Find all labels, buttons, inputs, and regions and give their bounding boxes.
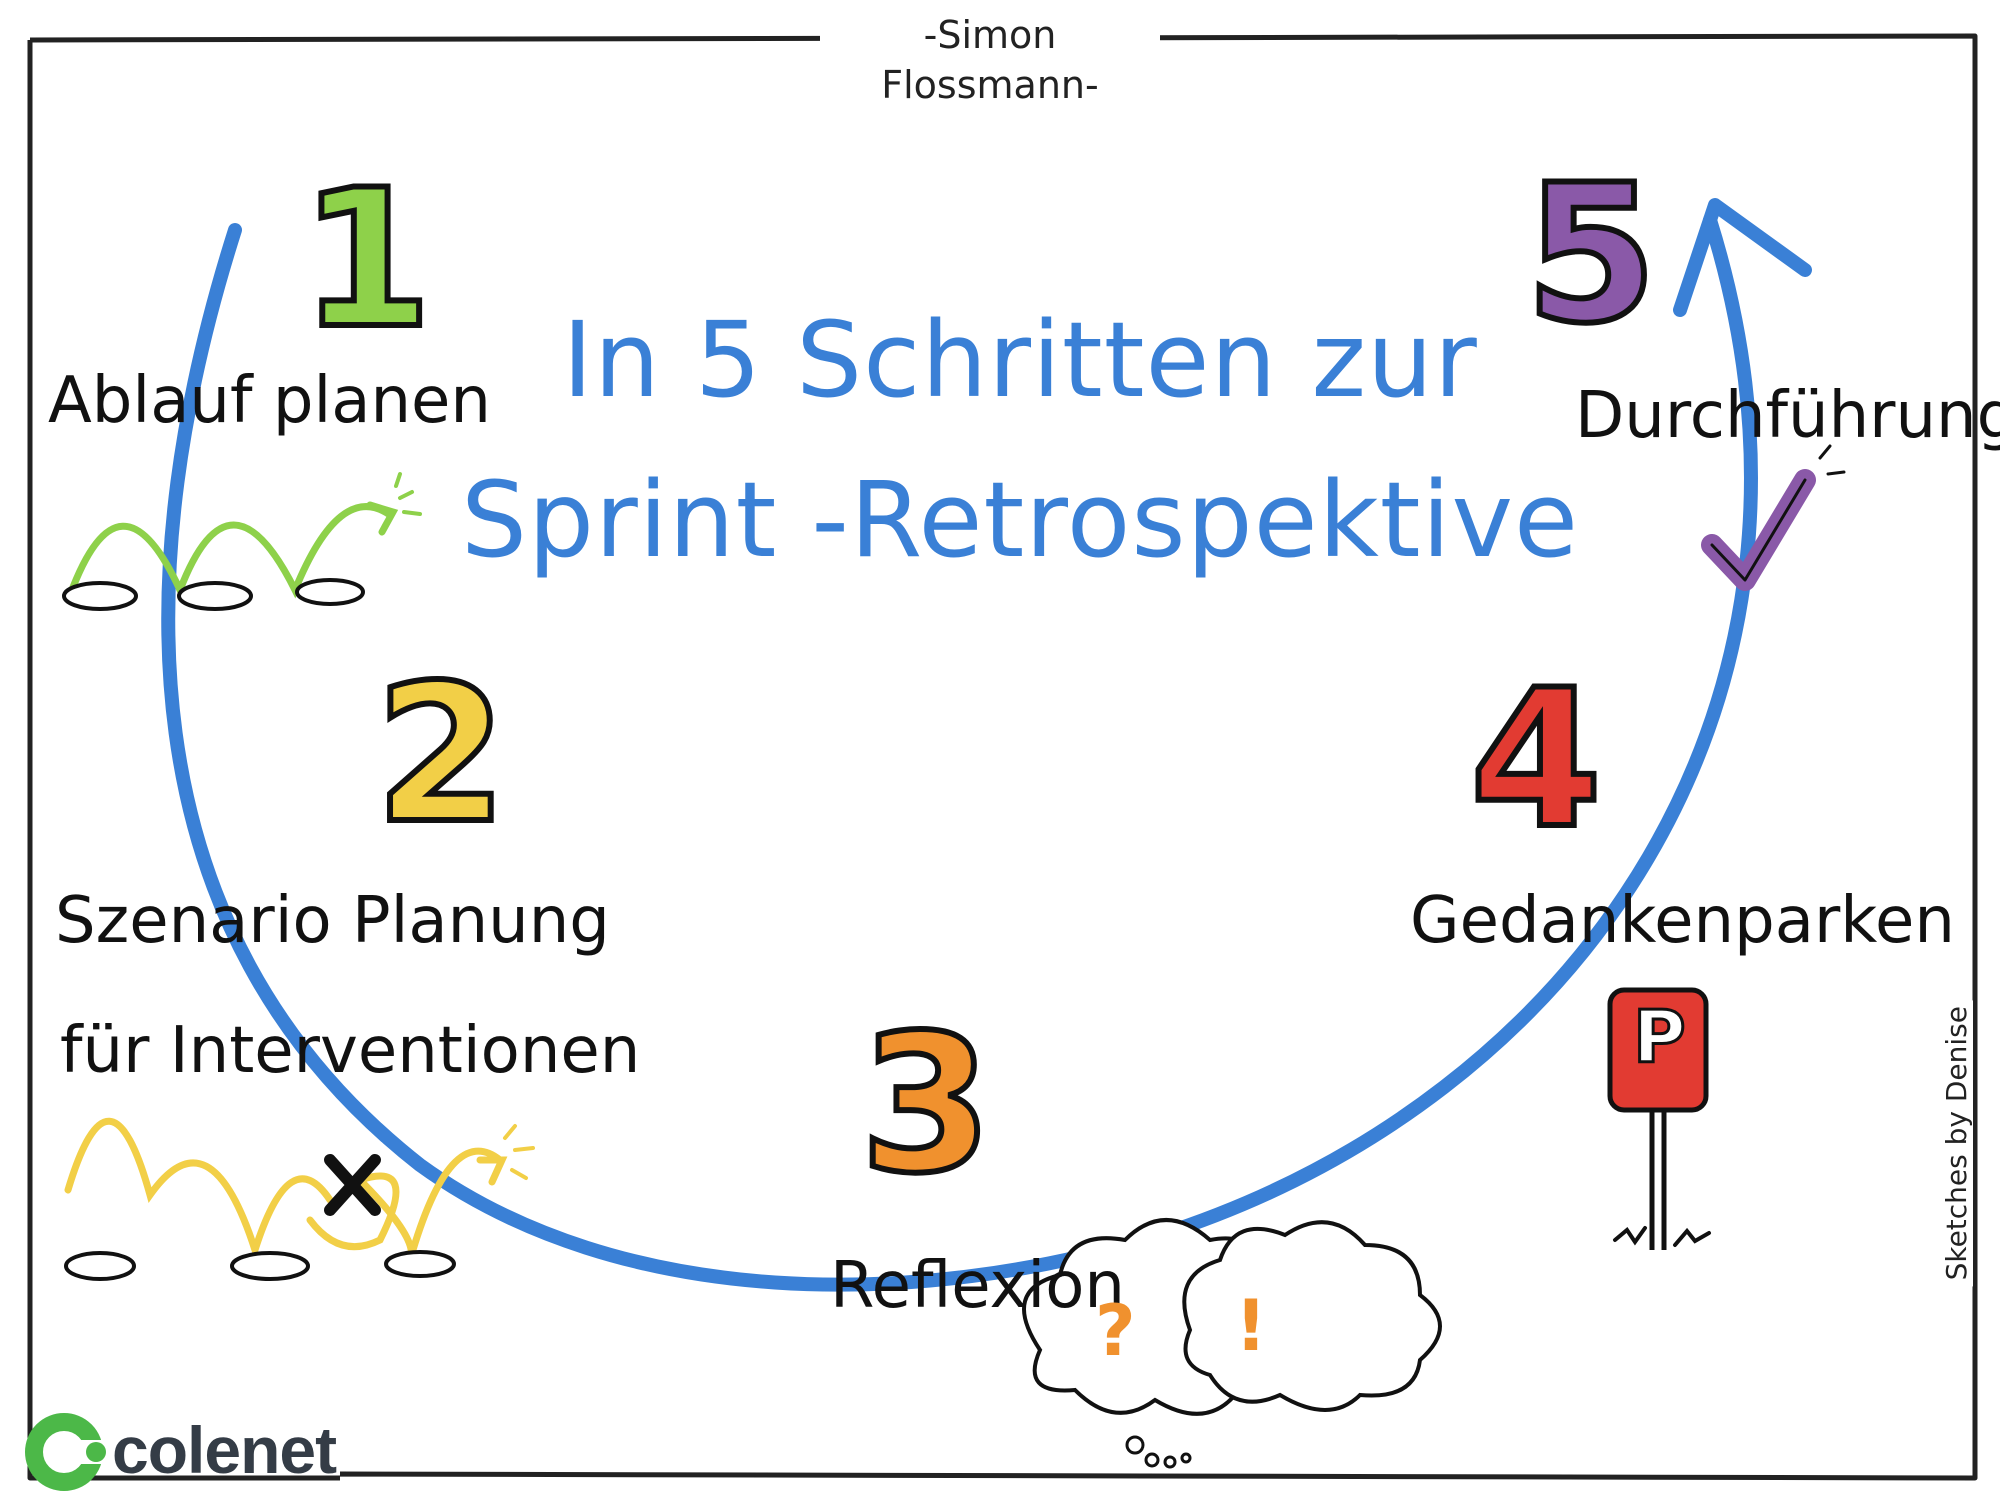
- checkmark-icon: [1701, 469, 1816, 591]
- title-line-1: In 5 Schritten zur: [562, 299, 1478, 421]
- colenet-logo-text: colenet: [112, 1413, 337, 1487]
- step1-hops-illustration: [62, 472, 422, 611]
- step-4-label: Gedankenparken: [1410, 884, 1955, 958]
- author-label: -Simon Flossmann-: [820, 10, 1160, 107]
- step-1-number: 1: [297, 149, 435, 370]
- thought-clouds: [1022, 1218, 1442, 1469]
- step-2-label-line-1: Szenario Planung: [55, 884, 610, 958]
- title-line-2: Sprint -Retrospektive: [460, 459, 1580, 581]
- step-2-label-line-2: für Interventionen: [60, 1014, 641, 1088]
- step-4-number: 4: [1467, 649, 1605, 870]
- cycle-arrowhead: [1673, 198, 1812, 317]
- parking-sign-letter: P: [1632, 994, 1688, 1081]
- artist-credit: Sketches by Denise: [1940, 1000, 1973, 1287]
- exclamation-mark-icon: !: [1235, 1285, 1267, 1367]
- step-5-number: 5: [1522, 144, 1660, 365]
- step-5-label: Durchführung: [1575, 379, 2000, 453]
- question-mark-icon: ?: [1095, 1290, 1136, 1372]
- page-title: In 5 Schritten zur Sprint -Retrospektive: [420, 280, 1620, 600]
- cycle-arc: [161, 213, 1758, 1292]
- colenet-logo: colenet: [112, 1410, 337, 1490]
- colenet-logo-mark: [25, 1413, 106, 1491]
- step-3-label: Reflexion: [830, 1249, 1125, 1323]
- step-1-label: Ablauf planen: [48, 364, 491, 438]
- step-3-number: 3: [857, 994, 995, 1215]
- step-2-number: 2: [372, 644, 510, 865]
- parking-sign-illustration: [1607, 987, 1711, 1250]
- checkmark-sparkle: [1818, 444, 1846, 476]
- step2-hops-illustration: [64, 1117, 535, 1281]
- checkmark-outline: [1710, 478, 1807, 582]
